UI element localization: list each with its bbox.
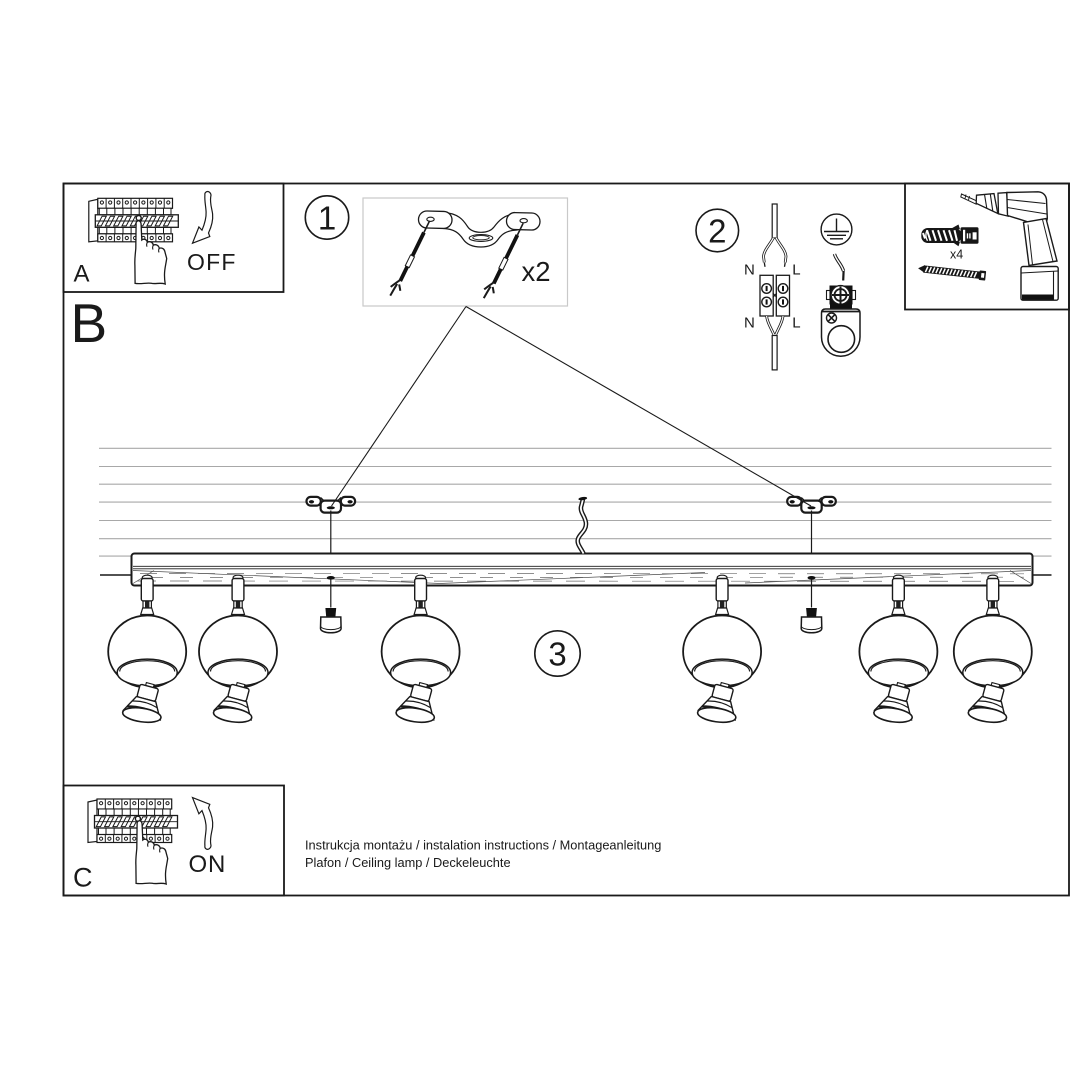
svg-text:1: 1 [318,199,336,236]
svg-text:N: N [744,315,755,332]
svg-text:Plafon / Ceiling lamp / Deckel: Plafon / Ceiling lamp / Deckeleuchte [305,855,511,870]
svg-text:B: B [71,292,108,354]
svg-text:N: N [744,261,755,278]
svg-text:Instrukcja montażu / instalati: Instrukcja montażu / instalation instruc… [305,838,661,853]
svg-text:ON: ON [189,851,227,878]
svg-text:x4: x4 [950,248,963,262]
svg-text:C: C [73,863,93,893]
svg-text:2: 2 [708,212,726,249]
svg-text:L: L [792,315,800,332]
svg-text:L: L [792,261,800,278]
svg-text:x2: x2 [522,256,551,287]
svg-text:A: A [74,261,90,288]
svg-text:OFF: OFF [187,249,237,275]
svg-text:3: 3 [548,635,566,672]
